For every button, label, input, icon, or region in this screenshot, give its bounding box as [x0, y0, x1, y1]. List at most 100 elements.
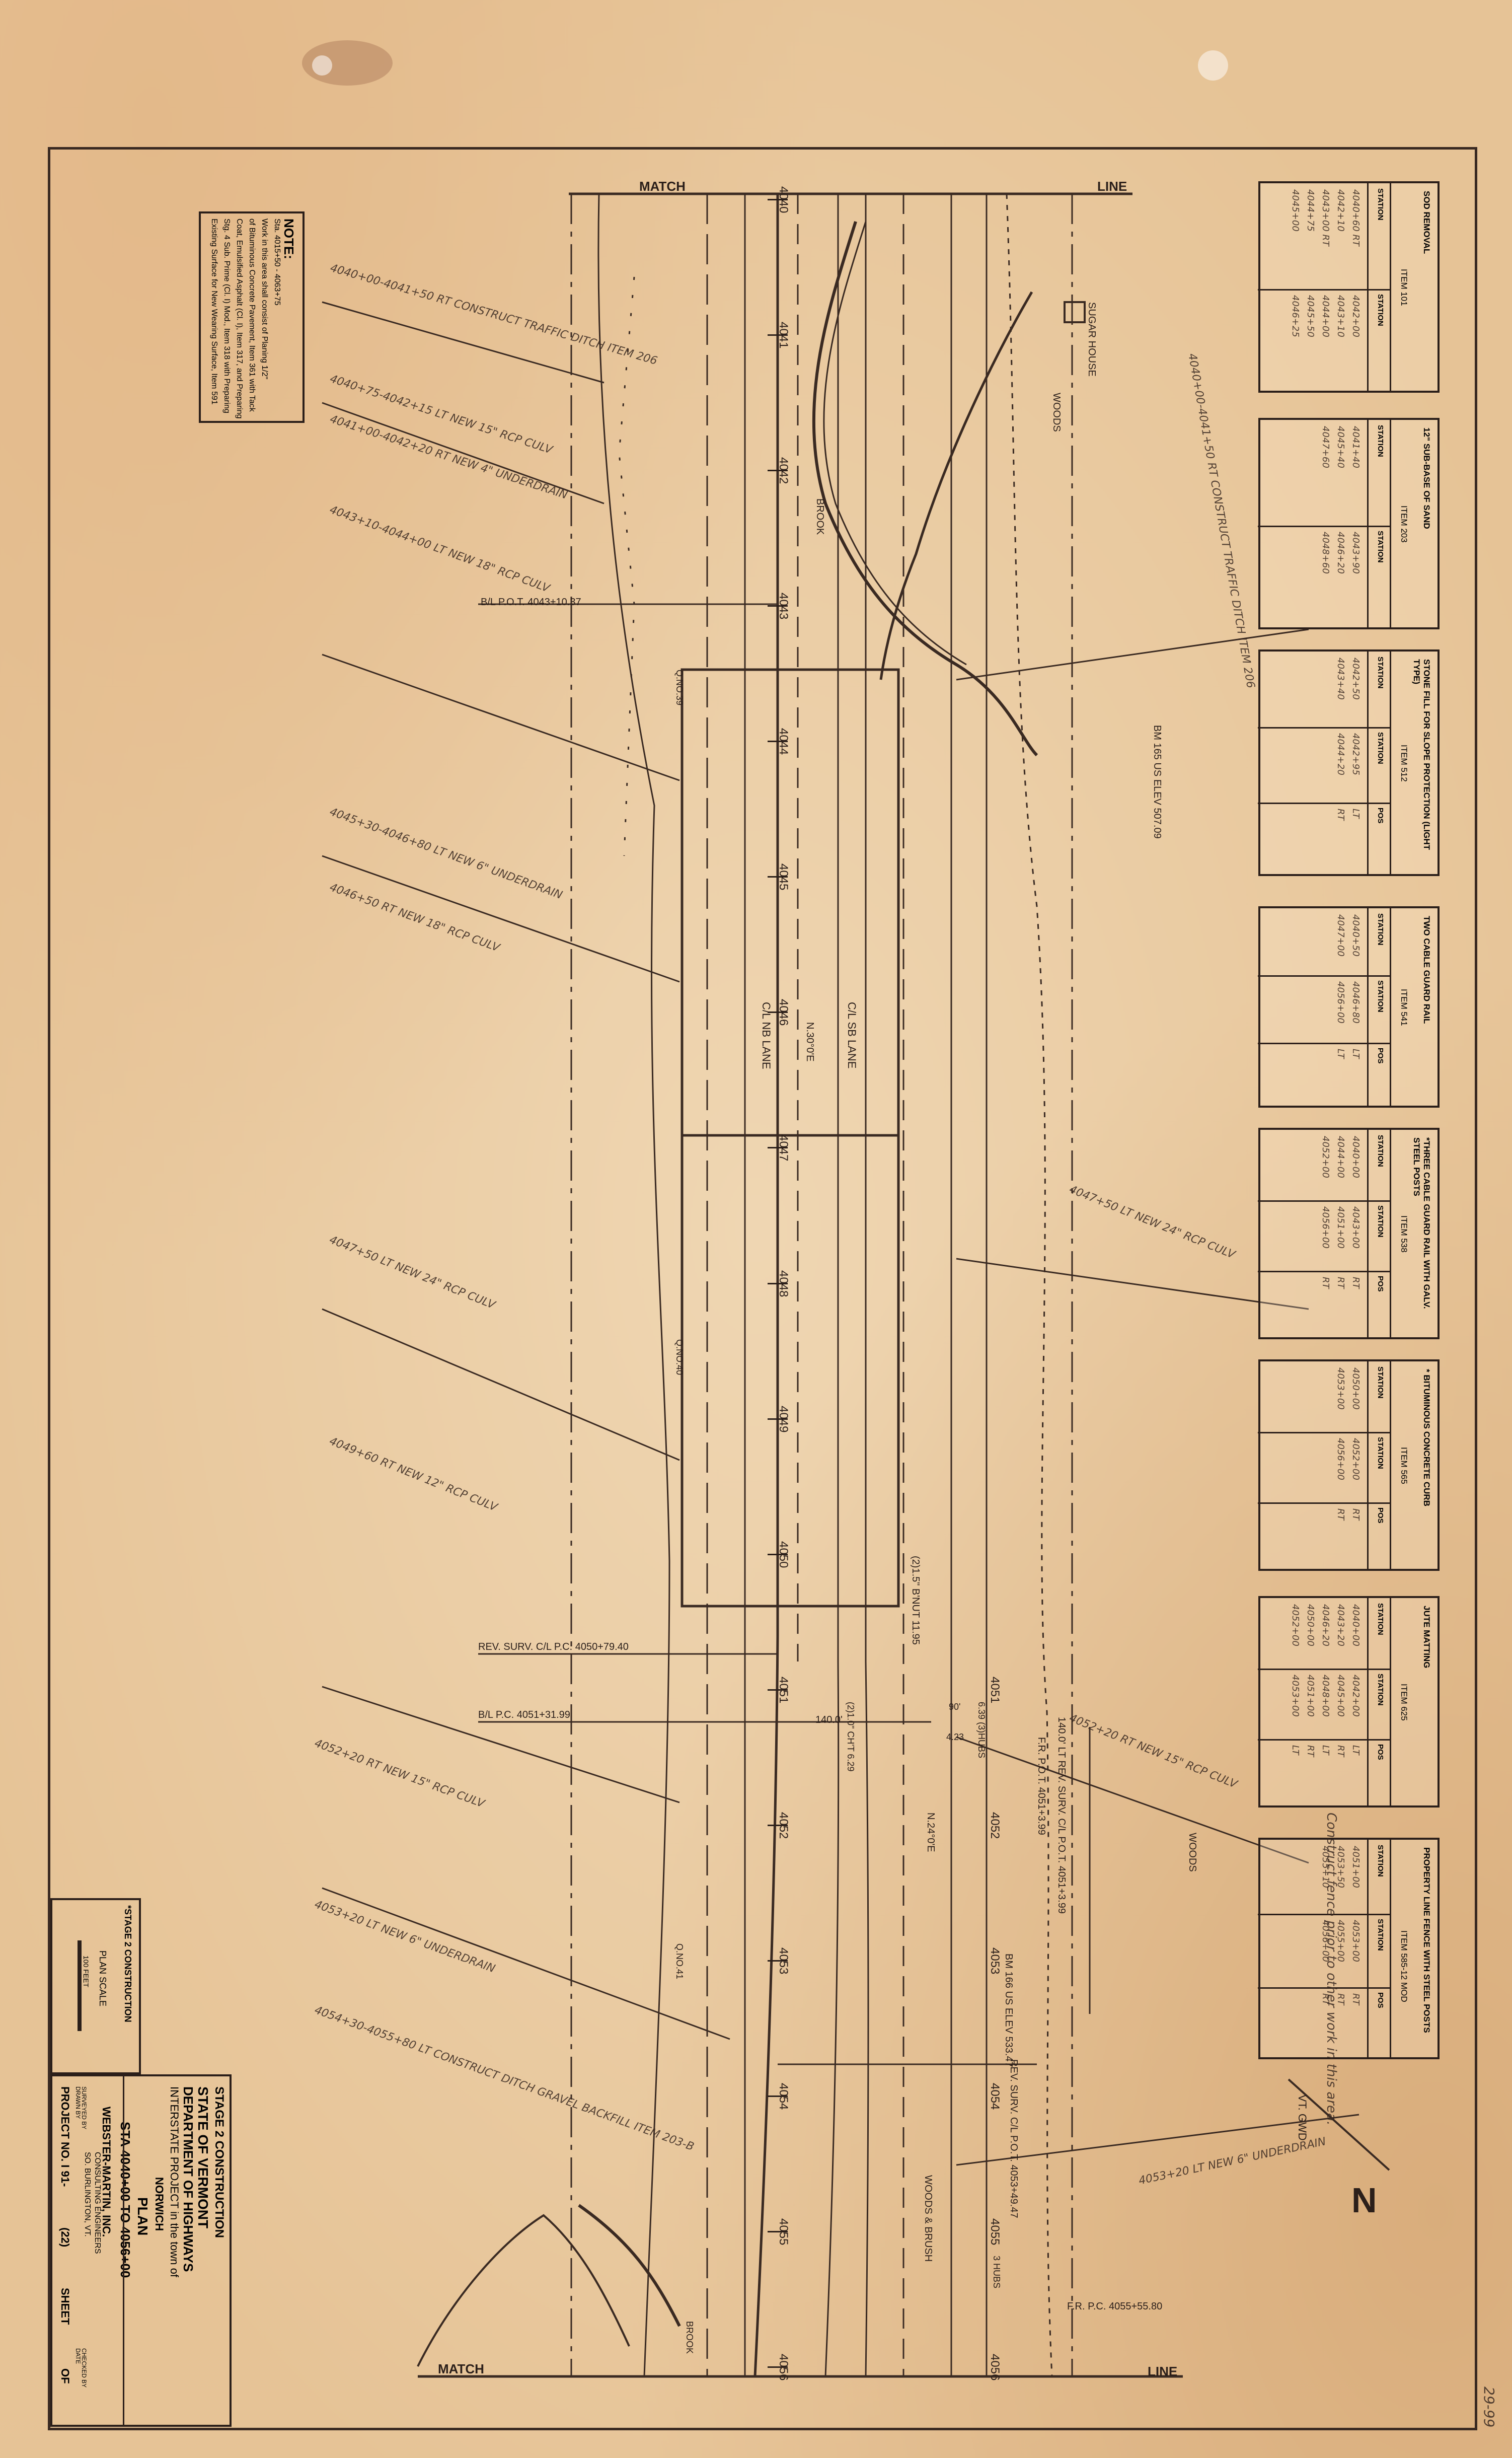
- column-divider: [1258, 1432, 1391, 1433]
- table-title: 12" SUB-BASE OF SAND: [1422, 427, 1431, 529]
- column-label: STATION: [1376, 980, 1385, 1013]
- table-cell: 4045+40: [1335, 426, 1346, 468]
- label-nut3: 6.39 (3)HUBS: [976, 1702, 987, 1759]
- title-stage: STAGE 2 CONSTRUCTION: [212, 2086, 226, 2238]
- table-cell: 4042+10: [1335, 189, 1346, 232]
- quantity-table: STONE FILL FOR SLOPE PROTECTION (LIGHT T…: [1258, 649, 1440, 876]
- stage-note: *STAGE 2 CONSTRUCTION: [123, 1905, 133, 2022]
- note-line: Sta. 4015+50 - 4063+75: [273, 219, 281, 306]
- table-cell: 4040+60 RT: [1350, 189, 1361, 247]
- table-cell: RT: [1305, 1745, 1316, 1757]
- median-structure: [681, 668, 900, 1608]
- label-dim140: 140.0': [815, 1714, 843, 1725]
- table-cell: 4056+00: [1320, 1206, 1331, 1249]
- station-tick: [768, 1147, 788, 1149]
- column-divider: [1258, 1042, 1391, 1044]
- column-label: STATION: [1376, 1135, 1385, 1167]
- drawing-border: [48, 147, 1477, 2430]
- column-label: STATION: [1376, 425, 1385, 457]
- table-cell: 4051+00: [1305, 1675, 1316, 1717]
- label-fr-pc: F.R. P.C. 4055+55.80: [1067, 2301, 1163, 2312]
- table-cell: 4043+40: [1335, 658, 1346, 700]
- table-cell: RT: [1335, 809, 1346, 821]
- column-label: STATION: [1376, 657, 1385, 689]
- column-label: POS: [1376, 808, 1385, 824]
- column-label: STATION: [1376, 1674, 1385, 1706]
- table-cell: 4047+00: [1335, 914, 1346, 957]
- scale-bar: [78, 1940, 82, 2031]
- station-tick: [768, 1960, 788, 1962]
- table-cell: 4048+00: [1320, 1675, 1331, 1717]
- table-cell: 4042+50: [1350, 658, 1361, 700]
- label-vt-gwd: VT. GWD: [1296, 2094, 1309, 2141]
- table-cell: 4050+00: [1350, 1367, 1361, 1410]
- column-divider: [1258, 1987, 1391, 1989]
- title-of: OF: [59, 2368, 71, 2384]
- label-fr-pot: F.R. P.O.T. 4051+3.99: [1036, 1737, 1047, 1835]
- column-divider: [1258, 526, 1391, 527]
- label-woods-right: WOODS: [1187, 1833, 1198, 1872]
- column-label: STATION: [1376, 188, 1385, 221]
- label-bl-pc: B/L P.C. 4051+31.99: [478, 1709, 570, 1720]
- column-label: STATION: [1376, 1918, 1385, 1951]
- table-cell: 4043+20: [1335, 1604, 1346, 1646]
- note-title: NOTE:: [281, 219, 296, 259]
- column-label: STATION: [1376, 1437, 1385, 1469]
- label-cond-39: Q.NO.39: [674, 670, 685, 706]
- stain: [312, 55, 332, 76]
- title-stations: STA 4040+00 TO 4056+00: [118, 2122, 133, 2278]
- match-label-top: MATCH: [639, 179, 686, 194]
- table-cell: 4043+10: [1335, 295, 1346, 337]
- station-tick: [768, 1418, 788, 1420]
- label-hubs: 3 HUBS: [992, 2256, 1002, 2289]
- table-cell: RT: [1335, 1277, 1346, 1289]
- table-cell: 4046+80: [1350, 981, 1361, 1024]
- table-cell: RT: [1350, 1993, 1361, 2005]
- title-department: DEPARTMENT OF HIGHWAYS: [181, 2086, 196, 2272]
- column-divider: [1258, 1271, 1391, 1272]
- table-cell: 4044+75: [1305, 189, 1316, 232]
- match-label-bottom: MATCH: [438, 2361, 484, 2376]
- note-box: NOTE: Sta. 4015+50 - 4063+75 Work in thi…: [199, 211, 305, 423]
- table-cell: 4056+00: [1335, 981, 1346, 1024]
- table-cell: 4046+20: [1335, 532, 1346, 574]
- title-state: STATE OF VERMONT: [195, 2086, 211, 2229]
- column-label: STATION: [1376, 732, 1385, 764]
- label-cond-40: Q.NO.40: [674, 1339, 685, 1376]
- station-tick: [768, 2366, 788, 2368]
- table-cell: 4053+00: [1335, 1367, 1346, 1410]
- column-divider: [1258, 1502, 1391, 1504]
- title-drawn: DRAWN BY: [74, 2086, 82, 2119]
- north-arrow: [1288, 2078, 1390, 2171]
- table-item: ITEM 538: [1399, 1215, 1409, 1253]
- column-divider: [1258, 1739, 1391, 1741]
- table-cell: 4053+00: [1290, 1675, 1301, 1717]
- table-cell: 4045+00: [1335, 1675, 1346, 1717]
- label-rev-surv: REV. SURV. C/L P.C. 4050+79.40: [478, 1641, 629, 1652]
- column-label: STATION: [1376, 1603, 1385, 1635]
- note-line: Existing Surface for New Wearing Surface…: [210, 219, 218, 405]
- label-cond-41: Q.NO.41: [674, 1943, 685, 1980]
- stain: [1198, 50, 1228, 81]
- table-cell: LT: [1350, 1745, 1361, 1755]
- table-cell: 4045+50: [1305, 295, 1316, 337]
- table-cell: 4048+60: [1320, 532, 1331, 574]
- label-woods-top: WOODS: [1051, 393, 1062, 432]
- column-divider: [1258, 727, 1391, 729]
- table-cell: RT: [1335, 1508, 1346, 1521]
- table-cell: 4056+00: [1335, 1438, 1346, 1480]
- label-brook-top: BROOK: [814, 498, 825, 535]
- table-cell: 4043+00: [1350, 1206, 1361, 1249]
- quantity-table: *THREE CABLE GUARD RAIL WITH GALV. STEEL…: [1258, 1128, 1440, 1339]
- table-header: STONE FILL FOR SLOPE PROTECTION (LIGHT T…: [1390, 652, 1438, 874]
